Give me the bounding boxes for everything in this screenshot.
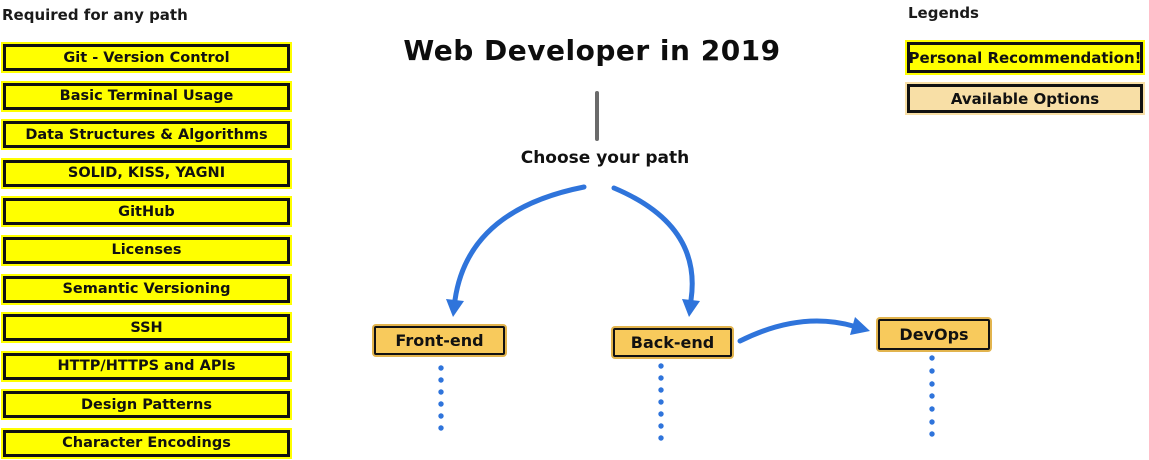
required-item-7: SSH bbox=[3, 314, 290, 342]
required-item-5: Licenses bbox=[3, 236, 290, 264]
arrow-to-front-end bbox=[452, 184, 587, 303]
arrow-back-end-to-devops bbox=[737, 318, 856, 344]
legends-title: Legends bbox=[908, 4, 979, 22]
back-end-dotted-line bbox=[658, 363, 664, 441]
required-item-4: GitHub bbox=[3, 198, 290, 226]
node-front-end: Front-end bbox=[374, 326, 505, 355]
required-item-0: Git - Version Control bbox=[3, 44, 290, 71]
node-back-end: Back-end bbox=[613, 328, 732, 357]
choose-path-label: Choose your path bbox=[520, 148, 690, 168]
arrow-back-end-to-devops-head bbox=[850, 317, 870, 335]
arrow-to-front-end-head bbox=[446, 299, 464, 317]
node-devops: DevOps bbox=[878, 319, 990, 350]
required-item-6: Semantic Versioning bbox=[3, 275, 290, 303]
front-end-dotted-line bbox=[438, 365, 444, 431]
arrow-to-back-end-head bbox=[682, 299, 700, 317]
required-item-3: SOLID, KISS, YAGNI bbox=[3, 159, 290, 187]
devops-dotted-line bbox=[929, 355, 935, 437]
legend-personal-recommendation: Personal Recommendation! bbox=[907, 42, 1143, 73]
arrow-to-back-end bbox=[611, 185, 695, 303]
page-title: Web Developer in 2019 bbox=[403, 34, 781, 67]
required-item-8: HTTP/HTTPS and APIs bbox=[3, 352, 290, 380]
title-connector-line bbox=[595, 91, 599, 141]
required-item-10: Character Encodings bbox=[3, 429, 290, 457]
required-item-2: Data Structures & Algorithms bbox=[3, 121, 290, 149]
legend-available-options: Available Options bbox=[907, 84, 1143, 113]
required-section-title: Required for any path bbox=[2, 6, 188, 24]
required-item-9: Design Patterns bbox=[3, 391, 290, 419]
required-item-1: Basic Terminal Usage bbox=[3, 82, 290, 110]
